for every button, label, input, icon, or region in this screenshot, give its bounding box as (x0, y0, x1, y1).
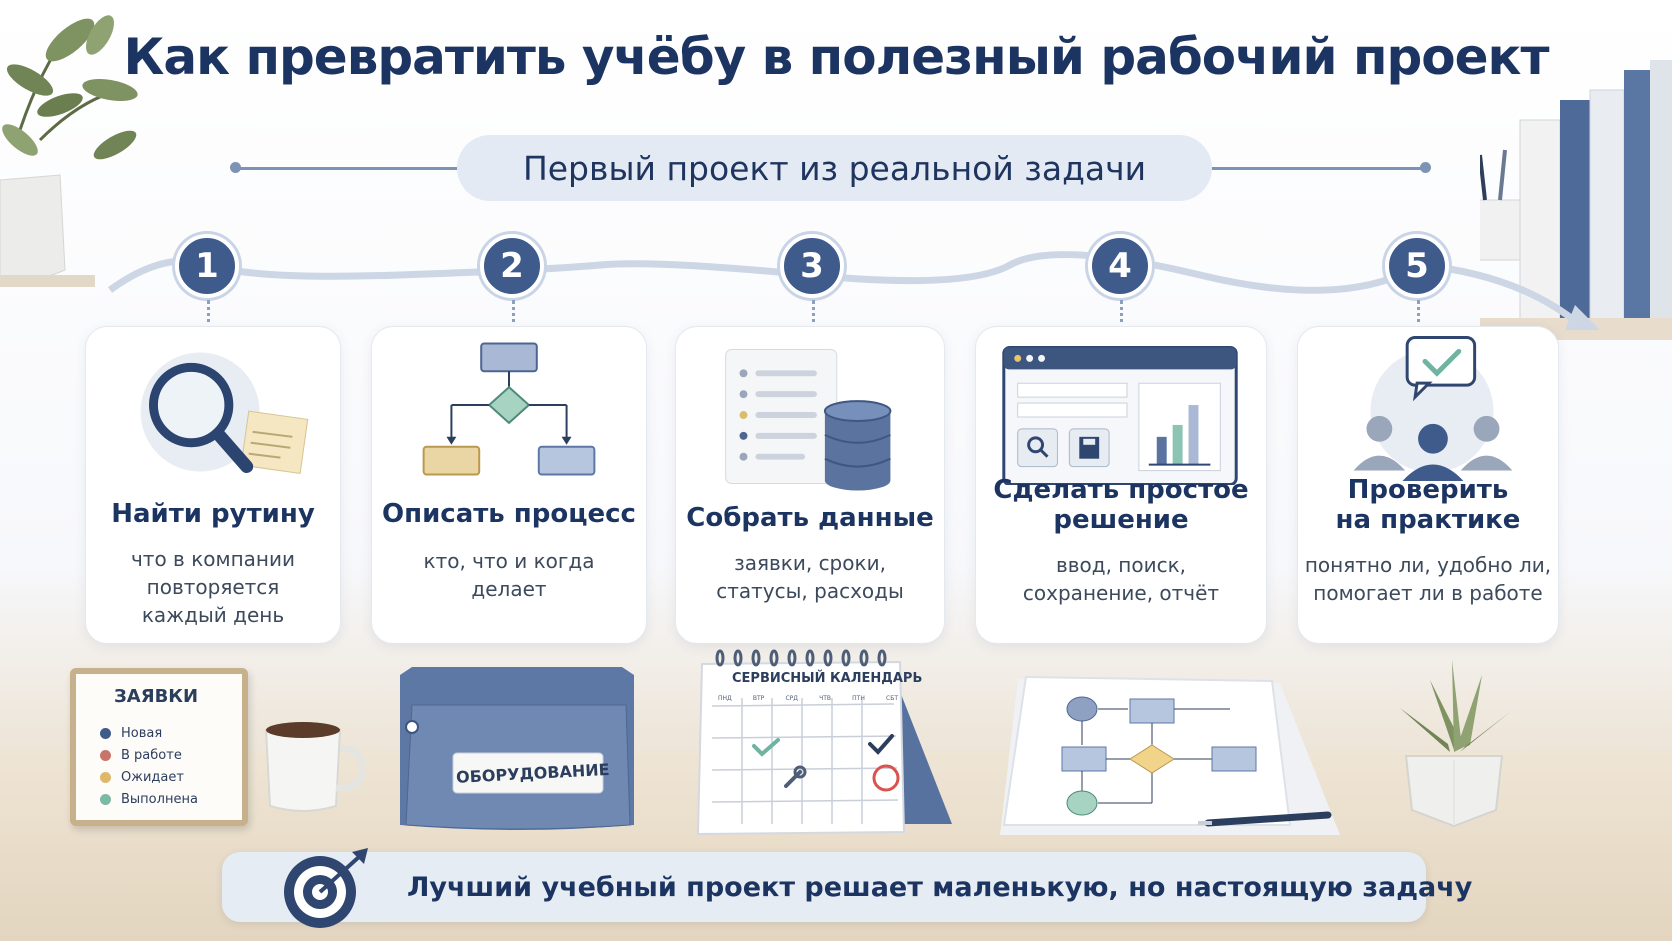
step-number-4: 4 (1088, 234, 1152, 298)
status-dot-waiting (100, 771, 111, 783)
page-title: Как превратить учёбу в полезный рабочий … (123, 28, 1550, 86)
calendar-weekdays: ПНД ВТР СРД ЧТВ ПТН СБТ (718, 695, 898, 702)
status-dot-in-progress (100, 749, 111, 761)
app-window-icon (1002, 345, 1238, 485)
requests-title: ЗАЯВКИ (114, 686, 199, 707)
step-card-2: Описать процесс кто, что и когда делает (371, 326, 647, 644)
succulent-decoration (1400, 660, 1510, 828)
step-card-4: Сделать простое решение ввод, поиск, сох… (975, 326, 1267, 644)
takeaway-text: Лучший учебный проект решает маленькую, … (407, 872, 1473, 903)
step-title-2: Описать процесс (382, 499, 636, 529)
subtitle-pill: Первый проект из реальной задачи (457, 135, 1212, 201)
magnifier-note-icon (140, 352, 309, 474)
subtitle-rule-dot-right (1420, 162, 1431, 173)
takeaway-banner: Лучший учебный проект решает маленькую, … (222, 848, 1472, 928)
step-title-4-line-1: Сделать простое (993, 475, 1249, 505)
step-title-3: Собрать данные (686, 503, 934, 533)
step-desc-1-line-3: каждый день (141, 603, 285, 627)
connector-3 (812, 300, 815, 330)
step-title-4-line-2: решение (1053, 505, 1189, 535)
connector-2 (512, 300, 515, 330)
status-dot-done (100, 793, 111, 805)
potted-plant-decoration (0, 15, 138, 287)
connector-4 (1120, 300, 1123, 330)
step-desc-4-line-2: сохранение, отчёт (1022, 581, 1220, 605)
step-title-5-line-2: на практике (1335, 505, 1521, 535)
status-label-in-progress: В работе (121, 747, 182, 763)
target-icon (284, 848, 368, 928)
flowchart-easel (1000, 675, 1340, 835)
status-label-new: Новая (121, 725, 163, 741)
subtitle-rule-right (1212, 167, 1422, 170)
step-desc-4-line-1: ввод, поиск, (1055, 553, 1187, 577)
step-card-1: Найти рутину что в компании повторяется … (85, 326, 341, 644)
step-title-1: Найти рутину (111, 499, 315, 529)
status-dot-new (100, 727, 111, 739)
bookshelf-decoration (1480, 60, 1672, 340)
connector-5 (1417, 300, 1420, 330)
equipment-file-box (400, 667, 634, 830)
subtitle-rule-left (236, 167, 457, 170)
step-desc-5-line-1: понятно ли, удобно ли, (1304, 553, 1552, 577)
step-desc-2-line-2: делает (471, 577, 547, 601)
step-desc-1-line-2: повторяется (146, 575, 280, 599)
step-desc-3-line-1: заявки, сроки, (734, 551, 886, 575)
step-title-5-line-1: Проверить (1347, 475, 1509, 505)
team-feedback-icon (1353, 336, 1513, 481)
service-calendar (696, 649, 952, 836)
step-desc-1-line-1: что в компании (130, 547, 295, 571)
flowchart-icon (422, 342, 596, 476)
weekday-4: ЧТВ (819, 695, 831, 702)
weekday-5: ПТН (852, 695, 865, 702)
status-label-waiting: Ожидает (121, 769, 184, 785)
step-card-3: Собрать данные заявки, сроки, статусы, р… (675, 326, 945, 644)
calendar-title: СЕРВИСНЫЙ КАЛЕНДАРЬ (732, 671, 923, 686)
step-desc-2-line-1: кто, что и когда (423, 549, 595, 573)
step-number-1: 1 (175, 234, 239, 298)
list-database-icon (725, 349, 892, 491)
step-number-2: 2 (480, 234, 544, 298)
step-card-5: Проверить на практике понятно ли, удобно… (1297, 326, 1559, 644)
requests-desk-card: ЗАЯВКИ Новая В работе Ожидает Выполнена (70, 668, 248, 826)
step-desc-5-line-2: помогает ли в работе (1313, 581, 1543, 605)
step-number-3: 3 (780, 234, 844, 298)
step-desc-3-line-2: статусы, расходы (716, 579, 904, 603)
subtitle-rule-dot-left (230, 162, 241, 173)
weekday-3: СРД (785, 695, 798, 702)
weekday-1: ПНД (718, 695, 732, 702)
weekday-2: ВТР (752, 695, 765, 702)
status-label-done: Выполнена (121, 791, 198, 807)
connector-1 (207, 300, 210, 330)
step-number-5: 5 (1385, 234, 1449, 298)
weekday-6: СБТ (886, 695, 898, 702)
coffee-cup-decoration (264, 722, 367, 812)
